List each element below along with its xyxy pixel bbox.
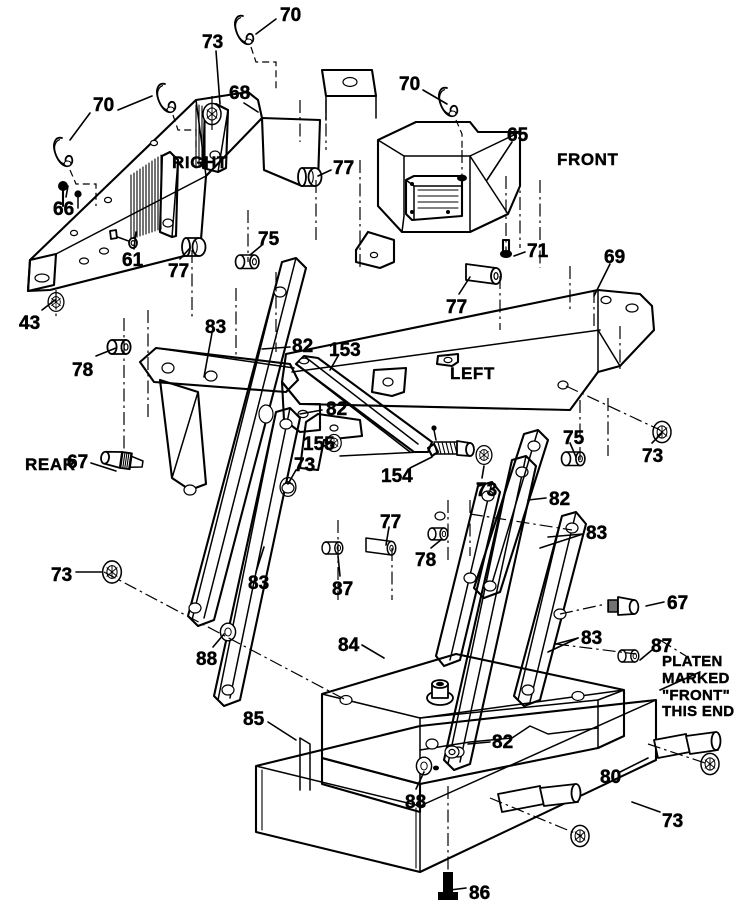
washer-73-mid [475, 444, 493, 466]
lift-arm-83-right-outer [442, 454, 538, 772]
orientation-label-front: FRONT [557, 150, 619, 169]
platen-note-line: "FRONT" [662, 686, 730, 704]
callout-number-73: 73 [476, 480, 498, 501]
orientation-label-rear: REAR [25, 455, 76, 474]
callout-number-83: 83 [581, 628, 603, 649]
bushing-78-left [106, 339, 132, 355]
callout-number-87: 87 [332, 579, 354, 600]
lift-arm-82-right [434, 480, 502, 668]
callout-number-86: 86 [469, 883, 491, 904]
callout-number-82: 82 [549, 489, 571, 510]
callout-number-43: 43 [19, 313, 41, 334]
orientation-label-left: LEFT [450, 364, 495, 383]
retainer-clip-70-a [234, 14, 255, 46]
center-housing-65 [354, 120, 541, 270]
washer-73-rod-lower [570, 824, 590, 848]
retainer-clip-70-b [156, 82, 177, 114]
platen-rod-80-lower [497, 783, 582, 813]
lift-arm-83-left-outer [186, 256, 308, 628]
platen-note-line: PLATEN [662, 653, 723, 670]
callout-number-83: 83 [205, 317, 227, 338]
platen-note-line: MARKED [662, 669, 730, 687]
callout-leaders [41, 18, 701, 891]
callout-number-73: 73 [662, 811, 684, 832]
callout-number-77: 77 [333, 158, 355, 179]
top-cross-bracket [260, 68, 378, 188]
callout-number-82: 82 [292, 336, 314, 357]
bushing-75-right [560, 451, 586, 467]
callout-number-78: 78 [415, 550, 437, 571]
callout-number-73: 73 [294, 455, 316, 476]
callout-number-82: 82 [326, 399, 348, 420]
bolt-86 [438, 872, 458, 900]
link-bar-153 [294, 354, 493, 466]
callout-number-88: 88 [196, 649, 218, 670]
callout-number-83: 83 [586, 523, 608, 544]
link-82-mid [472, 428, 550, 600]
link-plate-83-left [138, 346, 300, 496]
retainer-clip-70-d [438, 86, 459, 118]
callout-number-73: 73 [51, 565, 73, 586]
lift-arm-83-right-inner [512, 510, 588, 708]
callout-number-69: 69 [604, 247, 626, 268]
lift-arm-83-left-inner [212, 406, 302, 708]
retainer-clip-70-c [53, 136, 74, 168]
callout-number-155: 155 [303, 434, 335, 455]
bushing-87-left [321, 541, 344, 555]
callout-number-154: 154 [381, 466, 413, 487]
callout-number-77: 77 [168, 261, 190, 282]
callout-number-80: 80 [600, 767, 622, 788]
callout-number-66: 66 [53, 199, 75, 220]
callout-number-70: 70 [399, 74, 421, 95]
shoulder-bolt-67-right [607, 596, 640, 616]
callout-number-87: 87 [651, 636, 673, 657]
left-side-rail-69 [280, 266, 656, 434]
callout-number-67: 67 [67, 452, 89, 473]
platen-note-line: THIS END [662, 703, 735, 721]
callout-number-70: 70 [93, 95, 115, 116]
callout-number-73: 73 [642, 446, 664, 467]
platen-rod-80-upper [653, 731, 722, 759]
callout-number-85: 85 [243, 709, 265, 730]
bushing-75-left [234, 254, 260, 270]
orientation-label-right: RIGHT [172, 153, 228, 172]
shoulder-bolt-67-left [100, 450, 144, 471]
roller-pin-77-d [365, 537, 397, 556]
callout-number-83: 83 [248, 573, 270, 594]
washer-73-rod-upper [700, 752, 720, 776]
callout-number-67: 67 [667, 593, 689, 614]
bushing-78-right [427, 527, 449, 541]
bracket-155 [279, 412, 364, 498]
callout-number-75: 75 [258, 229, 280, 250]
callout-number-68: 68 [229, 83, 251, 104]
callout-number-78: 78 [72, 360, 94, 381]
callout-number-77: 77 [446, 297, 468, 318]
pivot-pin-77-a [297, 167, 323, 187]
callout-number-88: 88 [405, 792, 427, 813]
callout-number-71: 71 [527, 241, 549, 262]
callout-number-82: 82 [492, 732, 514, 753]
callout-number-84: 84 [338, 635, 360, 656]
callout-number-73: 73 [202, 32, 224, 53]
base-bracket-84 [320, 652, 626, 814]
roller-pin-77-c [465, 263, 502, 285]
washer-73-left-low [101, 560, 123, 584]
washer-88-left [219, 622, 237, 642]
callout-number-75: 75 [563, 428, 585, 449]
callout-number-65: 65 [507, 125, 529, 146]
platen-base-85 [254, 698, 658, 874]
callout-number-77: 77 [380, 512, 402, 533]
callout-number-61: 61 [122, 250, 144, 271]
callout-number-153: 153 [329, 340, 361, 361]
callout-number-70: 70 [280, 5, 302, 26]
